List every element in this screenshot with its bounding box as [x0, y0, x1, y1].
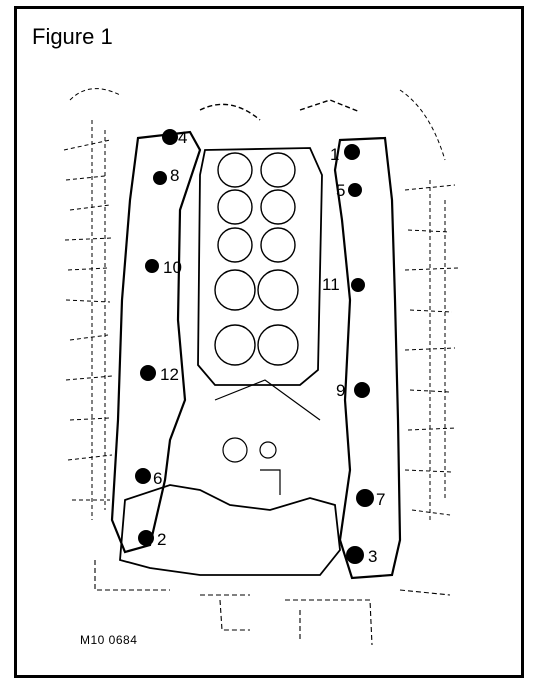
bolt-label-8: 8 — [170, 166, 179, 185]
bolt-label-10: 10 — [163, 258, 182, 277]
bolt-11 — [351, 278, 365, 292]
bolt-3 — [346, 546, 364, 564]
bolt-heads — [135, 129, 374, 564]
bolt-label-3: 3 — [368, 547, 377, 566]
bolt-9 — [354, 382, 370, 398]
left-cylinder-head — [110, 130, 202, 554]
bolt-10 — [145, 259, 159, 273]
bolt-label-5: 5 — [336, 181, 345, 200]
right-cylinder-head — [333, 136, 402, 580]
bolt-label-11: 11 — [322, 275, 340, 294]
bolt-label-1: 1 — [330, 145, 339, 164]
bolt-label-4: 4 — [178, 128, 187, 147]
bolt-7 — [356, 489, 374, 507]
figure-title: Figure 1 — [32, 24, 113, 49]
bolt-4 — [162, 129, 178, 145]
bolt-label-12: 12 — [160, 365, 179, 384]
left-engine-detail — [63, 88, 121, 520]
bolt-label-2: 2 — [157, 530, 166, 549]
bolt-1 — [344, 144, 360, 160]
lower-bracket — [119, 484, 341, 576]
cylinder-bores — [214, 152, 299, 366]
bolt-label-9: 9 — [336, 381, 345, 400]
gasket-outline — [197, 147, 323, 386]
right-engine-detail — [399, 89, 459, 520]
bolt-5 — [348, 183, 362, 197]
bolt-6 — [135, 468, 151, 484]
figure-code: M10 0684 — [80, 633, 138, 647]
figure-frame — [14, 6, 524, 678]
bolt-label-6: 6 — [153, 469, 162, 488]
bolt-12 — [140, 365, 156, 381]
bolt-8 — [153, 171, 167, 185]
bolt-label-7: 7 — [376, 490, 385, 509]
bolt-2 — [138, 530, 154, 546]
